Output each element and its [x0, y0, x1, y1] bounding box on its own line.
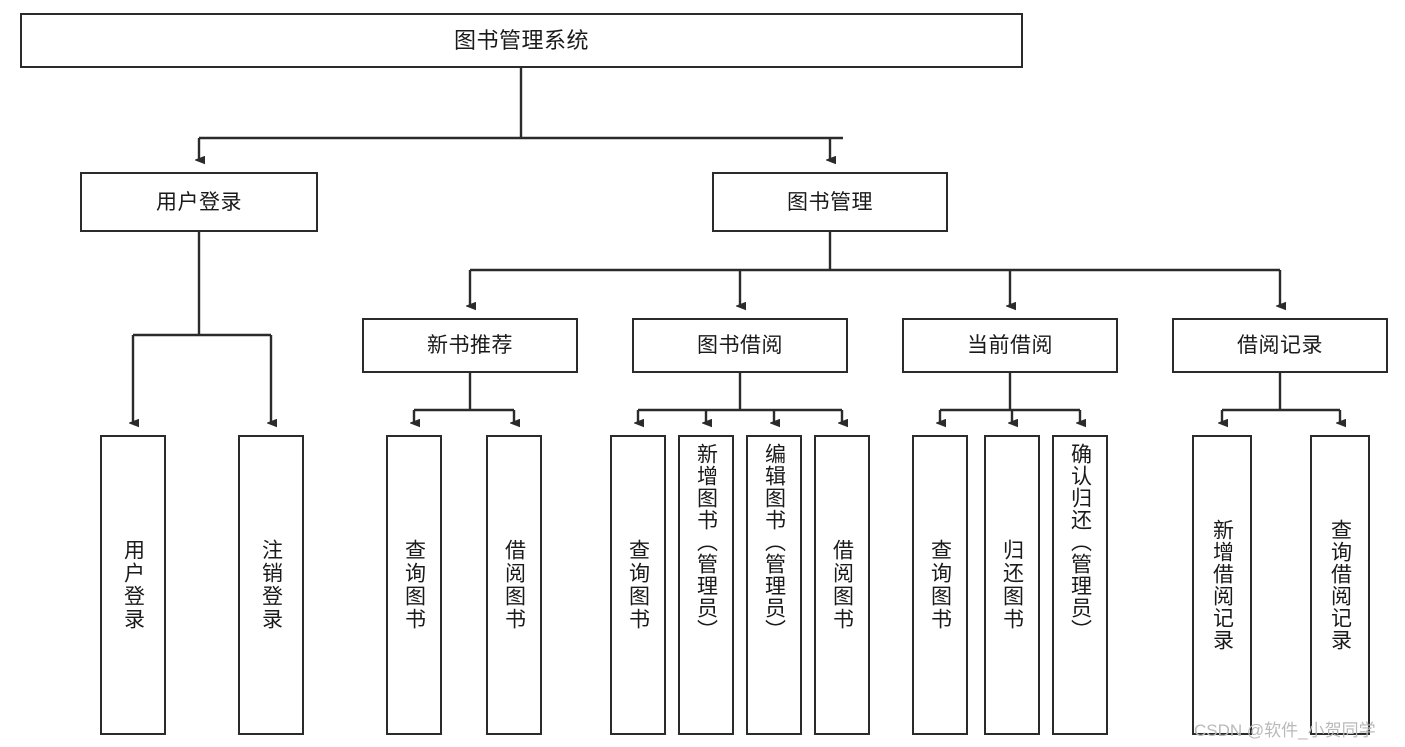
leaf-logout-label: 注销登录 [259, 539, 283, 631]
node-borrow-records[interactable]: 借阅记录 [1172, 318, 1388, 373]
leaf-nbr-borrow-book-label: 借阅图书 [502, 539, 526, 631]
node-book-borrow[interactable]: 图书借阅 [632, 318, 848, 373]
leaf-br-add-record[interactable]: 新增借阅记录 [1192, 435, 1252, 735]
leaf-cb-confirm-return-admin-label: 确认归还（管理员） [1068, 443, 1092, 641]
node-new-book-recommend-label: 新书推荐 [427, 334, 513, 357]
csdn-watermark: CSDN @软件_小贺同学 [1194, 721, 1376, 740]
leaf-br-query-record-label: 查询借阅记录 [1328, 519, 1352, 651]
leaf-cb-return-book-label: 归还图书 [1000, 539, 1024, 631]
node-book-borrow-label: 图书借阅 [697, 334, 783, 357]
leaf-bb-add-book-admin[interactable]: 新增图书（管理员） [678, 435, 734, 735]
leaf-logout[interactable]: 注销登录 [238, 435, 304, 735]
leaf-nbr-query-book-label: 查询图书 [402, 539, 426, 631]
leaf-br-add-record-label: 新增借阅记录 [1210, 519, 1234, 651]
leaf-cb-confirm-return-admin[interactable]: 确认归还（管理员） [1052, 435, 1108, 735]
node-book-management-label: 图书管理 [787, 190, 873, 214]
node-new-book-recommend[interactable]: 新书推荐 [362, 318, 578, 373]
leaf-bb-query-book-label: 查询图书 [626, 539, 650, 631]
leaf-bb-edit-book-admin[interactable]: 编辑图书（管理员） [746, 435, 802, 735]
leaf-bb-add-book-admin-label: 新增图书（管理员） [694, 443, 718, 641]
node-borrow-records-label: 借阅记录 [1237, 334, 1323, 357]
node-root-label: 图书管理系统 [453, 27, 589, 53]
leaf-user-login[interactable]: 用户登录 [100, 435, 166, 735]
leaf-nbr-borrow-book[interactable]: 借阅图书 [486, 435, 542, 735]
node-root[interactable]: 图书管理系统 [20, 13, 1023, 68]
leaf-cb-return-book[interactable]: 归还图书 [984, 435, 1040, 735]
leaf-cb-query-book[interactable]: 查询图书 [912, 435, 968, 735]
leaf-cb-query-book-label: 查询图书 [928, 539, 952, 631]
leaf-nbr-query-book[interactable]: 查询图书 [386, 435, 442, 735]
node-current-borrow-label: 当前借阅 [967, 334, 1053, 357]
leaf-bb-query-book[interactable]: 查询图书 [610, 435, 666, 735]
node-book-management[interactable]: 图书管理 [712, 172, 948, 232]
node-current-borrow[interactable]: 当前借阅 [902, 318, 1118, 373]
leaf-br-query-record[interactable]: 查询借阅记录 [1310, 435, 1370, 735]
node-user-login-label: 用户登录 [156, 190, 242, 214]
leaf-bb-borrow-book[interactable]: 借阅图书 [814, 435, 870, 735]
leaf-user-login-label: 用户登录 [121, 539, 145, 631]
leaf-bb-borrow-book-label: 借阅图书 [830, 539, 854, 631]
node-user-login[interactable]: 用户登录 [80, 172, 318, 232]
leaf-bb-edit-book-admin-label: 编辑图书（管理员） [762, 443, 786, 641]
